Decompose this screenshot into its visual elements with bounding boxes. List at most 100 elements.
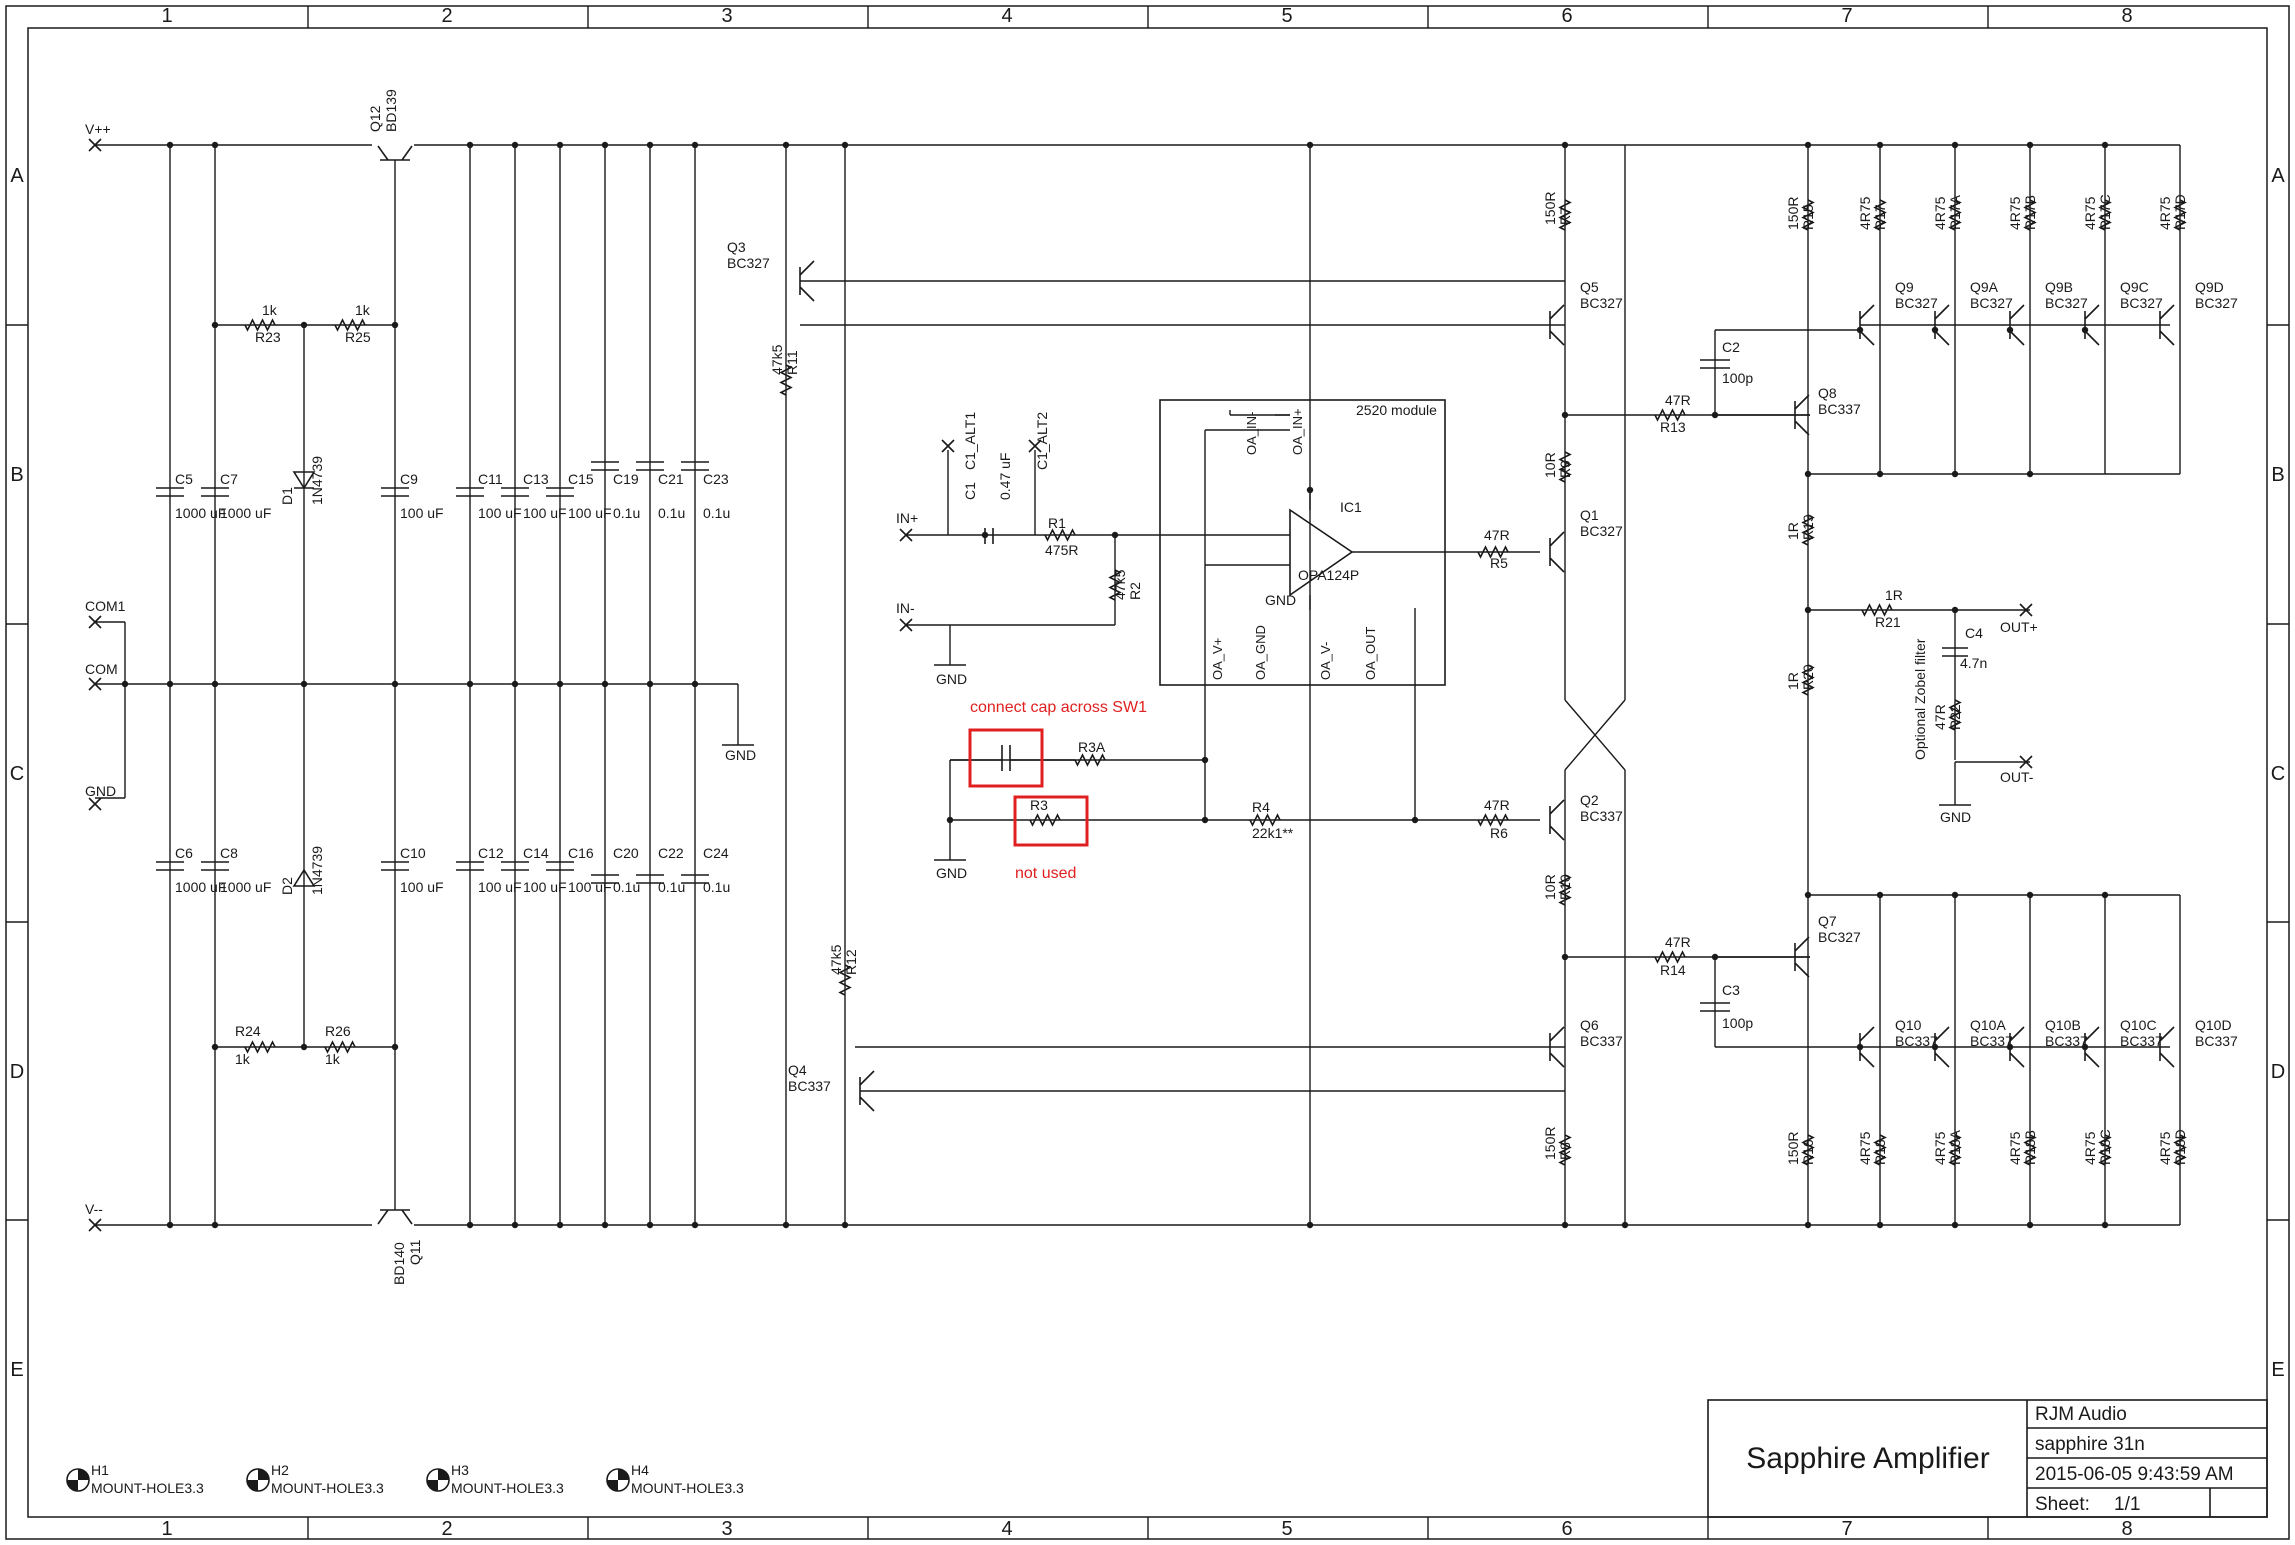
module-pin-in-plus: OA_IN+: [1290, 408, 1305, 455]
grid-col-1-top: 1: [161, 5, 172, 27]
cap-c1: [984, 528, 994, 544]
resistor-r5: [1477, 545, 1509, 559]
junction-dot: [691, 680, 699, 688]
c16-ref: C16: [568, 845, 594, 861]
tb-company: RJM Audio: [2035, 1404, 2127, 1425]
junction-dot: [1561, 1221, 1569, 1229]
resistor-r18b: [2023, 1134, 2037, 1166]
c5-value: 1000 uF: [175, 505, 226, 521]
r3-ref: R3: [1030, 797, 1048, 813]
resistor-r14: [1654, 950, 1686, 964]
grid-col-1-bottom: 1: [161, 1518, 172, 1540]
junction-dot: [556, 680, 564, 688]
junction-dot: [2101, 1221, 2109, 1229]
com1-label: COM1: [85, 598, 126, 614]
junction-dot: [211, 141, 219, 149]
q6-value: BC337: [1580, 1033, 1623, 1049]
junction-dot: [601, 680, 609, 688]
grid-col-5-bottom: 5: [1281, 1518, 1292, 1540]
module-gnd: GND: [1265, 592, 1296, 608]
cap-c12: [456, 861, 484, 871]
grid-row-d-left: D: [10, 1061, 24, 1083]
q10-ref: Q10: [1895, 1017, 1922, 1033]
junction-dot: [1804, 1221, 1812, 1229]
transistor-q10: [1859, 1026, 1875, 1068]
zobel-note: Optional Zobel filter: [1912, 638, 1928, 760]
c23-ref: C23: [703, 471, 729, 487]
r23-value: 1k: [262, 302, 278, 318]
q8-value: BC337: [1818, 401, 1861, 417]
c7-value: 1000 uF: [220, 505, 271, 521]
junction-dot: [1201, 756, 1209, 764]
cap-c4: [1942, 647, 1968, 657]
r25-value: 1k: [355, 302, 371, 318]
r17c-value: 4R75: [2082, 196, 2098, 230]
junction-dot: [166, 680, 174, 688]
q1-value: BC327: [1580, 523, 1623, 539]
c21-value: 0.1u: [658, 505, 685, 521]
r23-ref: R23: [255, 329, 281, 345]
junction-dot: [211, 680, 219, 688]
q9b-ref: Q9B: [2045, 279, 2073, 295]
q10a-value: BC337: [1970, 1033, 2013, 1049]
ic1-ref: IC1: [1340, 499, 1362, 515]
r11-value: 47k5: [769, 344, 785, 375]
component-symbols: [156, 145, 2187, 1225]
c8-ref: C8: [220, 845, 238, 861]
c11-ref: C11: [478, 471, 503, 487]
resistor-r3a: [1074, 753, 1106, 767]
q9c-value: BC327: [2120, 295, 2163, 311]
junction-dot: [300, 680, 308, 688]
grid-row-a-right: A: [2271, 165, 2285, 187]
r5-ref: R5: [1490, 555, 1508, 571]
cap-c16: [546, 861, 574, 871]
junction-dot: [1876, 470, 1884, 478]
junction-dot: [211, 1043, 219, 1051]
r26-value: 1k: [325, 1051, 341, 1067]
junction-dot: [841, 141, 849, 149]
c2-value: 100p: [1722, 370, 1753, 386]
transistor-q5: [1549, 304, 1565, 346]
connect-cap-note: connect cap across SW1: [970, 699, 1147, 716]
mount-hole-value: MOUNT-HOLE3.3: [451, 1480, 564, 1496]
c8-value: 1000 uF: [220, 879, 271, 895]
q5-value: BC327: [1580, 295, 1623, 311]
junction-dot: [300, 1043, 308, 1051]
r1-ref: R1: [1048, 515, 1066, 531]
grid-col-4-top: 4: [1001, 5, 1012, 27]
junction-dot: [2026, 470, 2034, 478]
q8-ref: Q8: [1818, 385, 1837, 401]
ground-symbols: [722, 664, 1971, 861]
transistor-q8: [1794, 394, 1810, 436]
wiring: [95, 144, 2181, 1226]
ic1-part: OPA124P: [1298, 567, 1359, 583]
transistor-q4: [859, 1070, 875, 1112]
module-pin-v-minus: OA_V-: [1318, 642, 1333, 680]
q9a-value: BC327: [1970, 295, 2013, 311]
c24-value: 0.1u: [703, 879, 730, 895]
title-block: Sapphire Amplifier RJM Audio sapphire 31…: [1707, 1399, 2268, 1518]
r26-ref: R26: [325, 1023, 351, 1039]
c7-ref: C7: [220, 471, 238, 487]
c23-value: 0.1u: [703, 505, 730, 521]
c22-ref: C22: [658, 845, 684, 861]
q12-ref: Q12: [367, 105, 383, 132]
q10c-ref: Q10C: [2120, 1017, 2157, 1033]
r3a-ref: R3A: [1078, 739, 1106, 755]
vpp-label: V++: [85, 121, 111, 137]
c1-ref: C1: [962, 482, 978, 500]
grid-col-3-top: 3: [721, 5, 732, 27]
tb-sheet-value: 1/1: [2114, 1494, 2140, 1515]
c5-ref: C5: [175, 471, 193, 487]
junction-dot: [1951, 891, 1959, 899]
cap-c24: [681, 874, 709, 884]
c15-ref: C15: [568, 471, 594, 487]
transistor-q6: [1549, 1026, 1565, 1068]
c1alt1-ref: C1_ALT1: [962, 412, 978, 470]
cap-c23: [681, 461, 709, 471]
junction-dot: [1951, 1221, 1959, 1229]
r18b-value: 4R75: [2007, 1131, 2023, 1165]
junction-dot: [1951, 141, 1959, 149]
grid-col-3-bottom: 3: [721, 1518, 732, 1540]
